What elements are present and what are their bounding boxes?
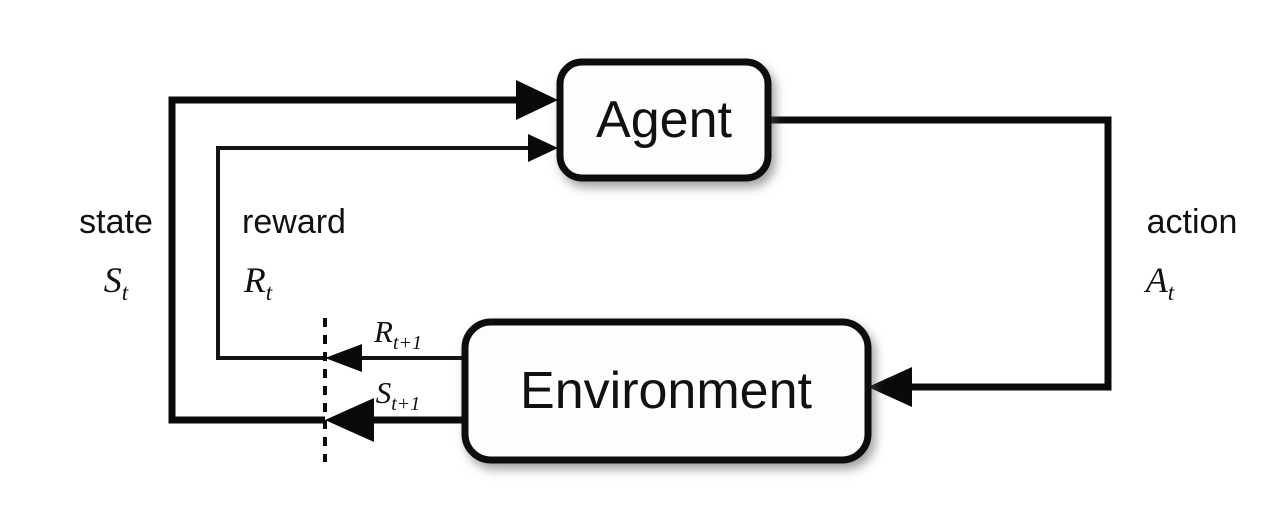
reward-symbol-subscript: t xyxy=(266,280,273,305)
state-arrowhead-icon xyxy=(516,80,558,120)
node-environment[interactable]: Environment xyxy=(461,318,872,464)
environment-box[interactable] xyxy=(461,318,872,464)
agent-label: Agent xyxy=(596,91,732,149)
edge-action xyxy=(768,116,1112,407)
state-next-arrowhead-icon xyxy=(325,398,374,442)
state-next-symbol-base: S xyxy=(376,375,392,410)
action-symbol-base: A xyxy=(1144,260,1169,300)
action-symbol-subscript: t xyxy=(1168,280,1175,305)
edge-reward-next xyxy=(325,344,465,372)
reward-name-label: reward xyxy=(242,203,346,241)
reward-next-symbol-label: Rt+1 xyxy=(373,314,422,354)
edge-state-next xyxy=(325,398,465,442)
state-symbol-label: St xyxy=(104,260,129,305)
edge-state xyxy=(168,80,558,424)
reward-next-arrowhead-icon xyxy=(325,344,362,372)
label-reward: reward Rt xyxy=(242,203,346,305)
action-symbol-label: At xyxy=(1144,260,1175,305)
label-reward-next: Rt+1 xyxy=(373,314,422,354)
state-flow-line xyxy=(168,96,516,424)
label-action: action At xyxy=(1144,203,1238,305)
state-next-symbol-subscript: t+1 xyxy=(391,393,420,415)
node-agent[interactable]: Agent xyxy=(556,58,772,182)
agent-box[interactable] xyxy=(556,58,772,182)
state-symbol-subscript: t xyxy=(122,280,129,305)
action-arrowhead-icon xyxy=(868,367,912,407)
state-next-symbol-label: St+1 xyxy=(376,375,421,415)
state-name-label: state xyxy=(79,203,153,241)
environment-label: Environment xyxy=(520,362,812,420)
reward-arrowhead-icon xyxy=(528,134,558,162)
reward-next-symbol-subscript: t+1 xyxy=(393,332,422,354)
reward-symbol-label: Rt xyxy=(243,260,273,305)
edge-reward xyxy=(216,134,558,360)
reward-symbol-base: R xyxy=(243,260,266,300)
reward-next-symbol-base: R xyxy=(373,314,393,349)
state-symbol-base: S xyxy=(104,260,122,300)
action-name-label: action xyxy=(1147,203,1238,241)
label-state-next: St+1 xyxy=(376,375,421,415)
label-state: state St xyxy=(79,203,153,305)
reward-flow-line xyxy=(216,146,528,360)
action-flow-line xyxy=(768,116,1112,391)
